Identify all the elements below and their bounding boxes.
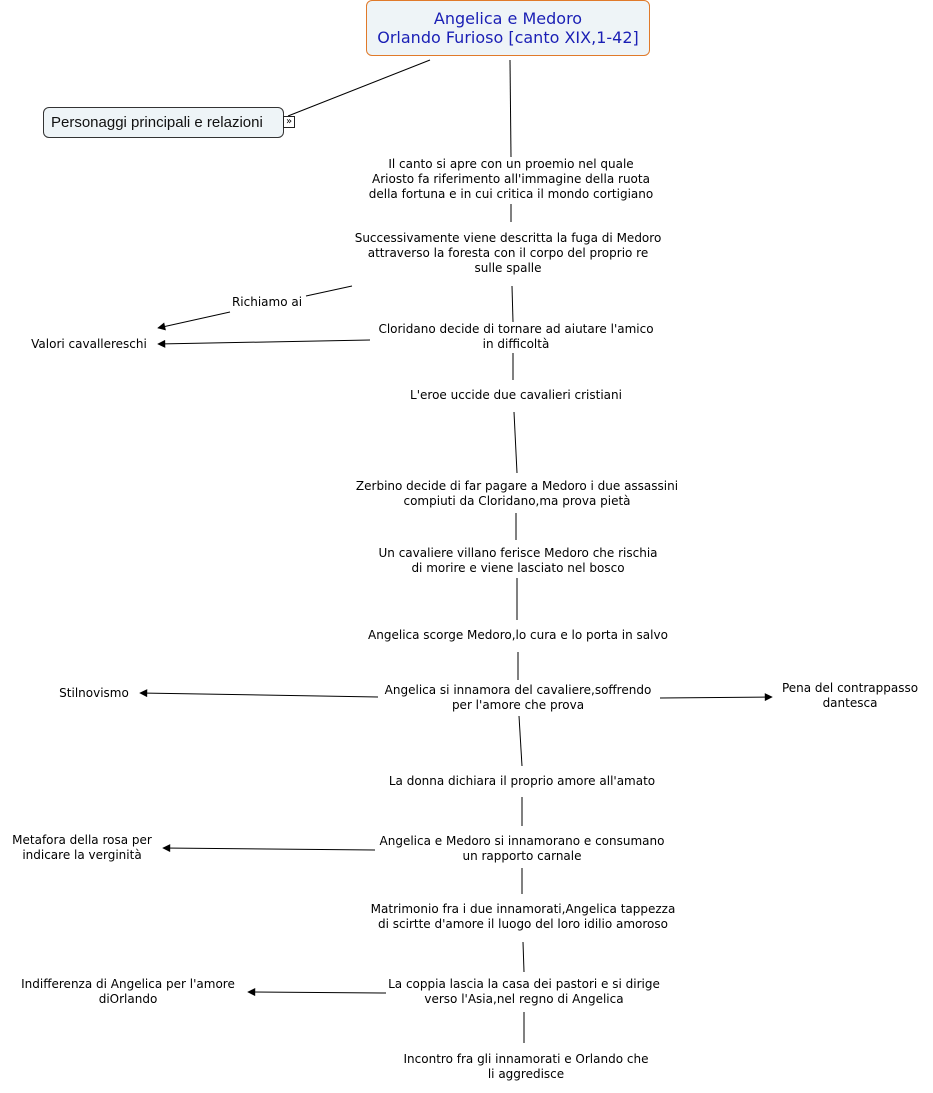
node-dichiara-line1: La donna dichiara il proprio amore all'a… [388,774,656,788]
root-title-line2: Orlando Furioso [canto XIX,1-42] [377,28,639,47]
edge-cloridano-valori [157,339,371,348]
node-valori[interactable]: Valori cavallereschi [24,337,154,352]
node-zerbino-line2: compiuti da Cloridano,ma prova pietà [403,494,631,508]
node-richiamo[interactable]: Richiamo ai [224,295,310,310]
node-scorge-line1: Angelica scorge Medoro,lo cura e lo port… [368,628,668,642]
edge-fuga-richiamo [305,285,353,297]
node-fuga[interactable]: Successivamente viene descritta la fuga … [352,231,664,276]
edge-eroe-zerbino [513,411,518,474]
node-stilnovismo-line1: Stilnovismo [59,686,129,700]
node-rosa-line2: indicare la verginità [22,848,142,862]
node-dichiara[interactable]: La donna dichiara il proprio amore all'a… [380,774,664,789]
node-consumano[interactable]: Angelica e Medoro si innamorano e consum… [374,834,670,864]
node-incontro-line1: Incontro fra gli innamorati e Orlando ch… [403,1052,649,1066]
node-incontro-line2: li aggredisce [487,1067,565,1081]
node-scorge[interactable]: Angelica scorge Medoro,lo cura e lo port… [360,628,676,643]
node-proemio-line2: Ariosto fa riferimento all'immagine dell… [372,172,650,186]
node-contrappasso-line2: dantesca [822,696,878,710]
node-matrimonio-line1: Matrimonio fra i due innamorati,Angelica… [370,902,676,916]
edge-root-proemio [509,59,512,158]
node-zerbino[interactable]: Zerbino decide di far pagare a Medoro i … [350,479,684,509]
node-consumano-line2: un rapporto carnale [462,849,582,863]
node-contrappasso-line1: Pena del contrappasso [781,681,919,695]
node-fuga-line2: attraverso la foresta con il corpo del p… [367,246,649,260]
node-stilnovismo[interactable]: Stilnovismo [52,686,136,701]
node-coppia[interactable]: La coppia lascia la casa dei pastori e s… [382,977,666,1007]
node-coppia-line1: La coppia lascia la casa dei pastori e s… [388,977,660,991]
node-cloridano-line2: in difficoltà [482,337,550,351]
node-villano-line1: Un cavaliere villano ferisce Medoro che … [378,546,658,560]
edge-richiamo-valori [157,311,231,331]
edge-coppia-indifferenza [247,988,387,997]
node-proemio[interactable]: Il canto si apre con un proemio nel qual… [366,157,656,202]
node-fuga-line3: sulle spalle [474,261,542,275]
edge-matrimonio-coppia [522,941,525,973]
edge-innamora-dichiara [518,715,523,767]
node-valori-line1: Valori cavallereschi [31,337,147,351]
node-matrimonio-line2: di scirtte d'amore il luogo del loro idi… [378,917,668,931]
root-title-line1: Angelica e Medoro [433,9,583,28]
node-innamora-line2: per l'amore che prova [451,698,585,712]
node-cloridano-line1: Cloridano decide di tornare ad aiutare l… [378,322,654,336]
node-proemio-line1: Il canto si apre con un proemio nel qual… [388,157,634,171]
expand-icon[interactable]: » [283,116,295,128]
characters-node[interactable]: Personaggi principali e relazioni [43,107,284,138]
node-contrappasso[interactable]: Pena del contrappasso dantesca [776,681,924,711]
node-innamora[interactable]: Angelica si innamora del cavaliere,soffr… [380,683,656,713]
node-richiamo-line1: Richiamo ai [231,295,303,309]
node-eroe-line1: L'eroe uccide due cavalieri cristiani [410,388,622,402]
node-cloridano[interactable]: Cloridano decide di tornare ad aiutare l… [368,322,664,352]
edge-root-characters [287,59,431,117]
node-fuga-line1: Successivamente viene descritta la fuga … [354,231,662,245]
node-innamora-line1: Angelica si innamora del cavaliere,soffr… [384,683,652,697]
node-coppia-line2: verso l'Asia,nel regno di Angelica [424,992,624,1006]
node-rosa[interactable]: Metafora della rosa per indicare la verg… [4,833,160,863]
node-villano-line2: di morire e viene lasciato nel bosco [411,561,625,575]
edge-innamora-contrappasso [659,693,773,702]
node-eroe[interactable]: L'eroe uccide due cavalieri cristiani [396,388,636,403]
node-indifferenza[interactable]: Indifferenza di Angelica per l'amore diO… [12,977,244,1007]
node-zerbino-line1: Zerbino decide di far pagare a Medoro i … [355,479,679,493]
node-indifferenza-line2: diOrlando [98,992,158,1006]
node-indifferenza-line1: Indifferenza di Angelica per l'amore [21,977,235,991]
edge-innamora-stilnovismo [139,689,379,698]
node-villano[interactable]: Un cavaliere villano ferisce Medoro che … [372,546,664,576]
node-consumano-line1: Angelica e Medoro si innamorano e consum… [379,834,665,848]
edge-consumano-rosa [162,844,376,853]
root-node[interactable]: Angelica e Medoro Orlando Furioso [canto… [366,0,650,56]
edge-fuga-cloridano [511,285,514,323]
node-incontro[interactable]: Incontro fra gli innamorati e Orlando ch… [394,1052,658,1082]
node-matrimonio[interactable]: Matrimonio fra i due innamorati,Angelica… [364,902,682,932]
node-rosa-line1: Metafora della rosa per [12,833,152,847]
node-proemio-line3: della fortuna e in cui critica il mondo … [368,187,654,201]
